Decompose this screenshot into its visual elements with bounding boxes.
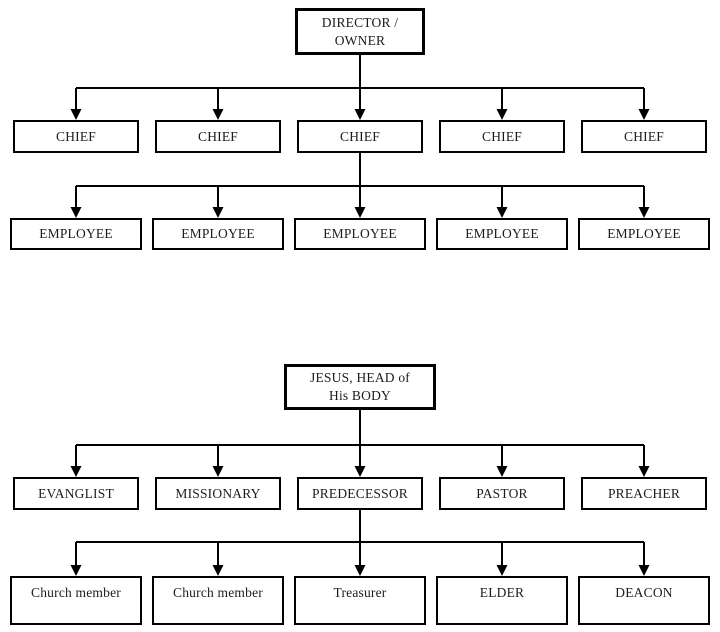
box-treasurer: Treasurer [294, 576, 426, 625]
box-employee-1: EMPLOYEE [10, 218, 142, 250]
box-pastor: PASTOR [439, 477, 565, 510]
box-jesus-head: JESUS, HEAD of His BODY [284, 364, 436, 410]
box-director-owner: DIRECTOR / OWNER [295, 8, 425, 55]
box-chief-5: CHIEF [581, 120, 707, 153]
box-missionary-label: MISSIONARY [175, 485, 261, 501]
box-predecessor: PREDECESSOR [297, 477, 423, 510]
box-elder: ELDER [436, 576, 568, 625]
secular-org-chart: DIRECTOR / OWNER CHIEF CHIEF CHIEF CHIEF… [0, 0, 720, 310]
box-employee-4-label: EMPLOYEE [465, 226, 539, 242]
secular-level2-connector [75, 55, 645, 110]
box-employee-3: EMPLOYEE [294, 218, 426, 250]
box-employee-5-label: EMPLOYEE [607, 226, 681, 242]
box-chief-3: CHIEF [297, 120, 423, 153]
box-missionary: MISSIONARY [155, 477, 281, 510]
box-chief-4: CHIEF [439, 120, 565, 153]
director-line1: DIRECTOR / [321, 14, 399, 30]
box-director-owner-label: DIRECTOR / OWNER [322, 14, 398, 49]
box-deacon: DEACON [578, 576, 710, 625]
box-church-member-2-label: Church member [173, 585, 263, 600]
box-employee-2-label: EMPLOYEE [181, 226, 255, 242]
box-employee-3-label: EMPLOYEE [323, 226, 397, 242]
box-preacher: PREACHER [581, 477, 707, 510]
church-level3-connector [75, 510, 645, 566]
box-church-member-1: Church member [10, 576, 142, 625]
box-chief-4-label: CHIEF [481, 128, 522, 144]
church-org-chart: JESUS, HEAD of His BODY EVANGLIST MISSIO… [0, 310, 720, 632]
box-chief-1-label: CHIEF [55, 128, 96, 144]
box-predecessor-label: PREDECESSOR [312, 485, 408, 501]
box-employee-1-label: EMPLOYEE [39, 226, 113, 242]
box-elder-label: ELDER [479, 585, 525, 600]
director-line2: OWNER [334, 32, 386, 48]
box-evanglist-label: EVANGLIST [38, 485, 114, 501]
box-pastor-label: PASTOR [476, 485, 528, 501]
box-jesus-head-label: JESUS, HEAD of His BODY [310, 369, 410, 404]
secular-level3-connector [75, 153, 645, 208]
box-preacher-label: PREACHER [607, 485, 681, 501]
church-level2-connector [75, 410, 645, 467]
box-church-member-2: Church member [152, 576, 284, 625]
box-employee-2: EMPLOYEE [152, 218, 284, 250]
box-evanglist: EVANGLIST [13, 477, 139, 510]
box-chief-5-label: CHIEF [623, 128, 664, 144]
jesus-line1: JESUS, HEAD of [310, 370, 410, 386]
box-employee-5: EMPLOYEE [578, 218, 710, 250]
box-chief-1: CHIEF [13, 120, 139, 153]
box-chief-2: CHIEF [155, 120, 281, 153]
box-church-member-1-label: Church member [31, 585, 121, 600]
box-employee-4: EMPLOYEE [436, 218, 568, 250]
box-chief-3-label: CHIEF [339, 128, 380, 144]
box-deacon-label: DEACON [615, 585, 673, 600]
jesus-line2: His BODY [329, 388, 391, 403]
box-treasurer-label: Treasurer [333, 585, 387, 600]
box-chief-2-label: CHIEF [197, 128, 238, 144]
